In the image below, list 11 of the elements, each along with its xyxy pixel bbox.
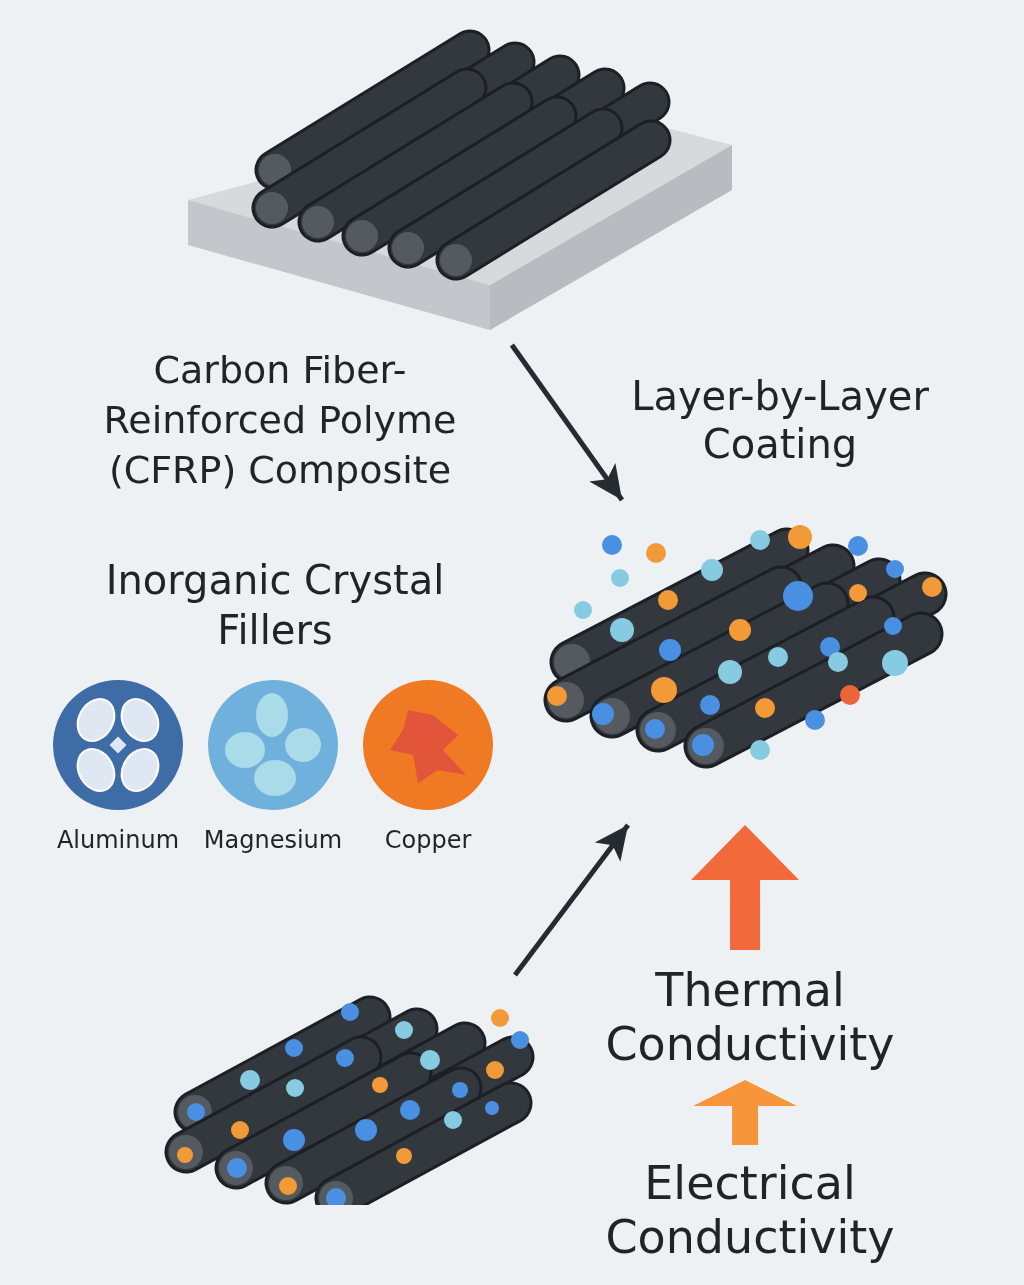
block-arrow <box>691 825 800 950</box>
node-label: Thermal Conductivity <box>604 963 896 1071</box>
heading-text: Inorganic Crystal Fillers <box>104 556 446 655</box>
node-label: Electrical Conductivity <box>604 1155 896 1264</box>
arrow <box>513 823 631 977</box>
caption-text: Carbon Fiber-Reinforced Polyme (CFRP) Composite <box>102 347 458 494</box>
filler-name: Copper <box>383 825 473 856</box>
filler-name: Aluminum <box>55 825 181 856</box>
filler-name: Magnesium <box>202 825 344 856</box>
block-arrow <box>693 1080 798 1145</box>
heading-text: Layer-by-Layer Coating <box>630 372 930 468</box>
